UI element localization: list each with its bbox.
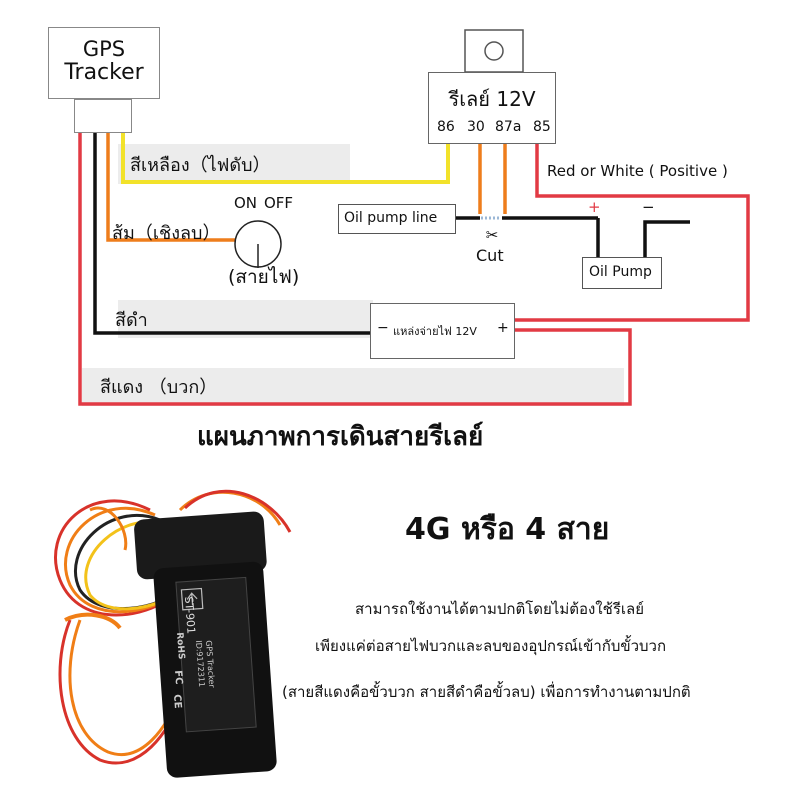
black-wire — [93, 132, 372, 335]
wire-strip-yellow — [118, 144, 350, 184]
relay-pin-87a: 87a — [495, 119, 522, 135]
wire-strip-red — [82, 368, 624, 406]
cut-label: Cut — [476, 246, 504, 265]
relay-box: รีเลย์ 12V 86 30 87a 85 — [428, 72, 556, 144]
wire-mid-orange — [89, 506, 128, 551]
wire-lower-orange — [68, 619, 180, 756]
gps-connector — [74, 99, 132, 133]
oil-pump-line-label: Oil pump line — [344, 210, 438, 226]
orange-wire — [106, 132, 238, 242]
oil-pump-box: Oil Pump — [582, 257, 662, 289]
device-top-cap — [134, 511, 267, 580]
positive-wire-label: Red or White ( Positive ) — [547, 162, 728, 180]
wire-lower-red — [58, 619, 182, 765]
wiring-diagram: ✂ — [78, 29, 750, 406]
gps-label: GPS — [82, 37, 126, 61]
gps-tracker-box: GPS Tracker — [48, 27, 160, 99]
relay-pin-86: 86 — [437, 119, 455, 135]
device-mark-fc: FC — [172, 670, 184, 685]
device-label-panel — [175, 576, 257, 733]
pump-plus-sign: + — [588, 198, 601, 216]
switch-off-label: OFF — [264, 194, 294, 212]
description-line-2: เพียงแค่ต่อสายไฟบวกและลบของอุปกรณ์เข้ากั… — [315, 637, 667, 655]
wire-loop-red — [54, 499, 182, 617]
orange-wire-label: ส้ม（เชิงลบ） — [112, 223, 221, 244]
scissors-icon: ✂ — [486, 226, 499, 244]
black-wire-label: สีดำ — [115, 310, 148, 331]
wire-top-red — [183, 489, 292, 533]
description-line-1: สามารถใช้งานได้ตามปกติโดยไม่ต้องใช้รีเลย… — [355, 600, 644, 618]
headline: 4G หรือ 4 สาย — [405, 512, 610, 547]
wire-tie — [64, 612, 122, 630]
arrow-icon — [180, 587, 204, 611]
device-mark-ce: CE — [171, 694, 183, 709]
power-supply-label: แหล่งจ่ายไฟ 12V — [393, 325, 477, 338]
power-supply-box: − แหล่งจ่ายไฟ 12V + — [370, 303, 515, 359]
device-model: ST-901 — [182, 596, 198, 635]
pump-minus-sign: − — [642, 198, 655, 216]
device-mark-rohs: RoHS — [174, 632, 186, 660]
red-wire — [78, 132, 632, 406]
relay-title: รีเลย์ 12V — [448, 87, 536, 111]
relay-hole — [484, 41, 504, 61]
oil-pump-line-box: Oil pump line — [338, 204, 456, 234]
relay-pin-30: 30 — [467, 119, 485, 135]
red-wire-label: สีแดง （บวก） — [100, 377, 218, 398]
switch-on-label: ON — [234, 194, 258, 212]
diagram-title: แผนภาพการเดินสายรีเลย์ — [197, 422, 484, 452]
oil-pump-label: Oil Pump — [589, 264, 652, 280]
yellow-wire — [121, 132, 450, 184]
power-minus-sign: − — [377, 320, 389, 336]
description-line-3: (สายสีแดงคือขั้วบวก สายสีดำคือขั้วลบ) เพ… — [282, 683, 691, 701]
switch-caption: (สายไฟ) — [228, 266, 300, 288]
arrow-icon-glyph — [186, 592, 198, 606]
product-photo — [54, 489, 292, 778]
red-positive-wire — [512, 132, 750, 322]
tracker-label: Tracker — [64, 60, 144, 85]
yellow-wire-label: สีเหลือง（ไฟดับ） — [130, 155, 271, 176]
pump-minus-lead — [643, 220, 690, 262]
power-plus-sign: + — [497, 320, 509, 336]
relay-pin-85: 85 — [533, 119, 551, 135]
